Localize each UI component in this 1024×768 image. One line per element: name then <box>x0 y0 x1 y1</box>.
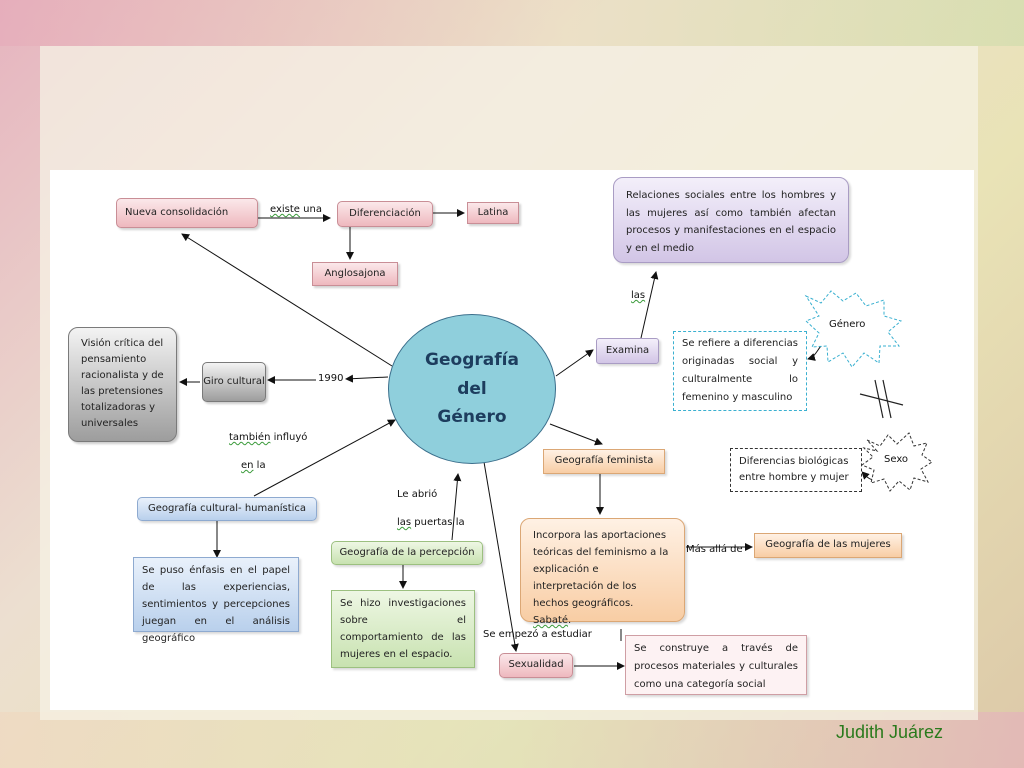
burst-sexo-label: Sexo <box>884 454 909 465</box>
node-construye: Se construye a través de procesos materi… <box>625 635 807 695</box>
link-existe-una: existe una <box>270 204 322 215</box>
node-sexualidad: Sexualidad <box>499 653 573 678</box>
node-incorpora: Incorpora las aportaciones teóricas del … <box>520 518 685 626</box>
link-las-puertas-la: las puertas la <box>397 517 465 528</box>
background-band-top <box>0 0 1024 46</box>
link-1990: 1990 <box>318 373 344 384</box>
node-enfasis: Se puso énfasis en el papel de las exper… <box>133 557 299 644</box>
link-mas-alla-de: Más allá de <box>686 544 743 555</box>
link-tambien-influyo: también influyó <box>229 432 308 443</box>
node-relaciones-sociales: Relaciones sociales entre los hombres y … <box>613 177 849 263</box>
node-diferencias-culturales: Se refiere a diferencias originadas soci… <box>673 331 807 411</box>
node-geografia-cultural: Geografía cultural- humanística <box>137 497 317 521</box>
node-geografia-mujeres: Geografía de las mujeres <box>754 533 902 558</box>
link-se-empezo: Se empezó a estudiar <box>483 629 592 640</box>
node-diferencias-biologicas: Diferencias biológicas entre hombre y mu… <box>730 448 862 492</box>
node-vision-critica: Visión crítica del pensamiento racionali… <box>68 327 177 442</box>
node-nueva-consolidacion: Nueva consolidación <box>116 198 258 228</box>
node-giro-cultural: Giro cultural <box>202 362 266 402</box>
node-latina: Latina <box>467 202 519 224</box>
burst-genero-label: Género <box>829 319 866 330</box>
link-en-la: en la <box>241 460 266 471</box>
node-geografia-percepcion: Geografía de la percepción <box>331 541 483 565</box>
author-credit: Judith Juárez <box>836 722 944 742</box>
node-diferenciacion: Diferenciación <box>337 201 433 227</box>
node-anglosajona: Anglosajona <box>312 262 398 286</box>
node-geografia-feminista: Geografía feminista <box>543 449 665 474</box>
link-le-abrio: Le abrió <box>397 489 438 500</box>
node-examina: Examina <box>596 338 659 364</box>
background-band-bottom <box>0 712 1024 768</box>
node-investigaciones: Se hizo investigaciones sobre el comport… <box>331 590 475 668</box>
link-las: las <box>631 290 646 301</box>
